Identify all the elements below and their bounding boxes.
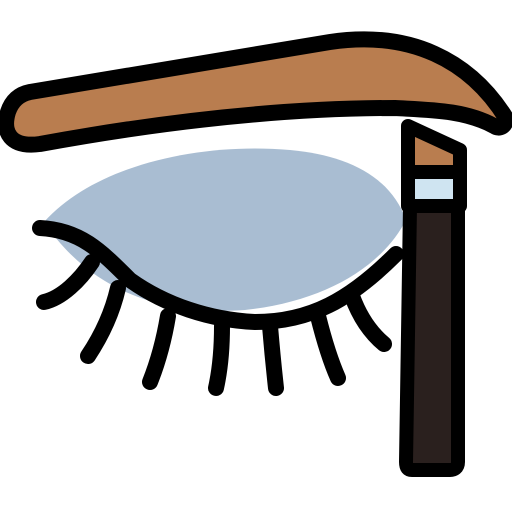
eyelash [142, 308, 176, 390]
eyelashes [36, 254, 392, 396]
eyelash [80, 280, 126, 364]
brow-pencil [399, 119, 467, 477]
eyelash [344, 288, 392, 352]
pencil-body [399, 199, 465, 477]
pencil-tip [401, 119, 467, 179]
eyelash [36, 254, 100, 310]
eyelid-shape [44, 148, 406, 311]
lash-line [32, 220, 404, 330]
eyelash [310, 308, 346, 386]
eyebrow-shape [0, 31, 512, 153]
eyelash [262, 318, 284, 396]
eyelash [208, 318, 230, 396]
